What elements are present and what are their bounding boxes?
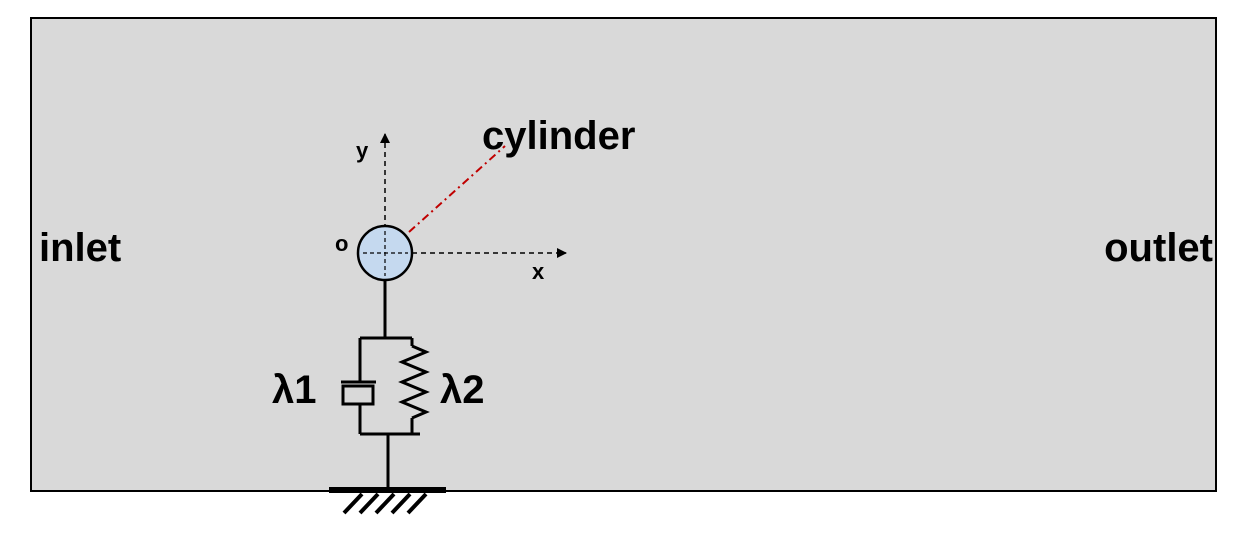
inlet-label: inlet [39,226,121,270]
outlet-label: outlet [1104,226,1213,270]
ground-support [329,487,446,515]
lambda1-label: λ1 [272,368,317,412]
spring-damper-support [358,280,430,490]
y-axis-label: y [356,138,369,163]
cylinder-leader-line [408,145,506,233]
lambda2-label: λ2 [440,368,485,412]
fluid-domain [30,17,1217,492]
damper [341,380,376,406]
cylinder-label: cylinder [482,114,635,158]
origin-label: o [335,231,348,256]
x-axis-label: x [532,259,545,284]
